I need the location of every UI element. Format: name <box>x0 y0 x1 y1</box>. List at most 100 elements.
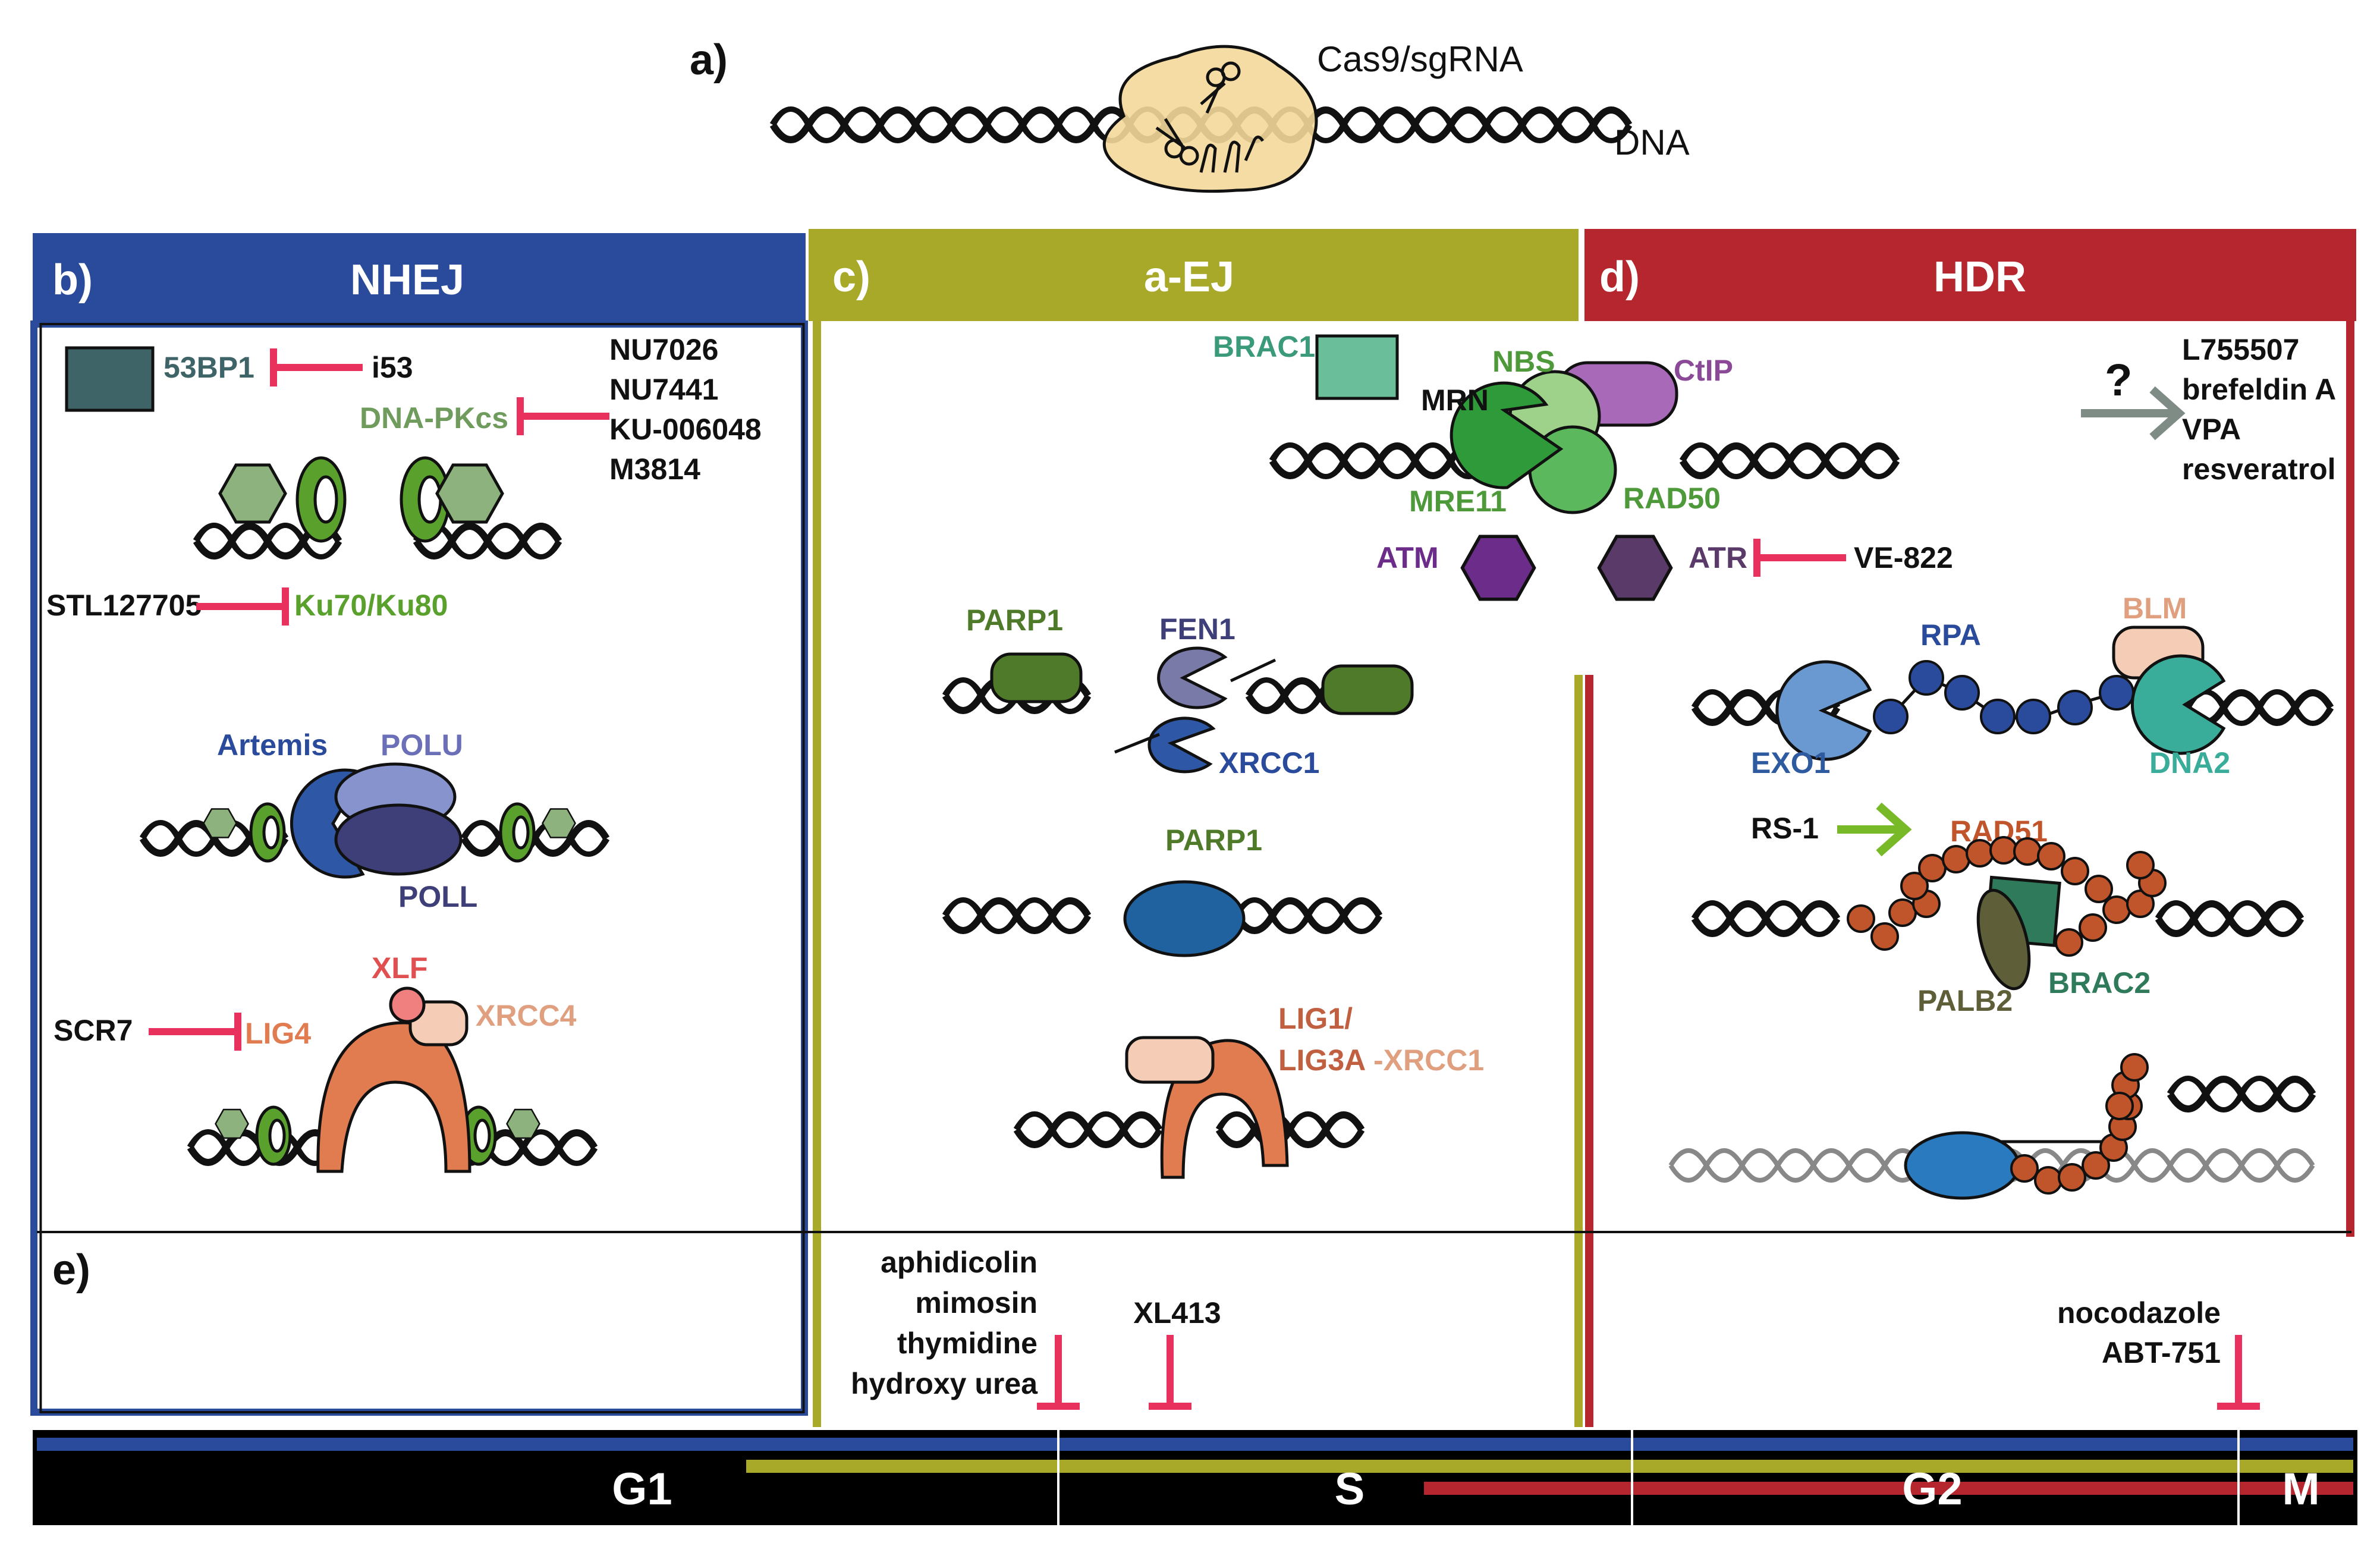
nhej-activity-bar <box>37 1438 2353 1451</box>
xrcc1-peach-shape <box>1125 1036 1215 1084</box>
enhancer-1: L755507 <box>2182 333 2299 366</box>
dnapkcs-hex <box>437 465 502 522</box>
s-inhibitor-1: aphidicolin <box>881 1246 1037 1279</box>
polu-label: POLU <box>381 728 463 762</box>
stl-label: STL127705 <box>46 589 202 622</box>
lig3a-xrcc1-label: -XRCC1 <box>1373 1044 1484 1077</box>
scissors-icon <box>1200 61 1241 114</box>
nhej-header <box>33 233 806 325</box>
brac1-label: BRAC1 <box>1213 330 1315 363</box>
panel-e-letter: e) <box>52 1246 90 1294</box>
rpa-label: RPA <box>1920 618 1981 652</box>
ve822-label: VE-822 <box>1854 541 1953 574</box>
xlf-shape <box>389 986 426 1023</box>
dnapkcs-hex <box>542 808 576 838</box>
xrcc1-label: XRCC1 <box>1219 746 1319 780</box>
dna2-shape <box>2130 654 2226 755</box>
cas9-complex <box>1102 45 1318 193</box>
m-inhibitor-1: nocodazole <box>2057 1296 2221 1330</box>
nhej-title: NHEJ <box>350 256 464 304</box>
53bp1-label: 53BP1 <box>164 351 254 384</box>
s-inhibitor-3: thymidine <box>897 1327 1037 1360</box>
mre11-label: MRE11 <box>1409 485 1507 518</box>
phase-g2: G2 <box>1902 1464 1962 1514</box>
enhancer-4: resveratrol <box>2182 452 2336 486</box>
atm-hex <box>1463 536 1535 599</box>
phase-s: S <box>1335 1464 1365 1514</box>
enhancer-2: brefeldin A <box>2182 373 2336 406</box>
dna-label: DNA <box>1614 122 1690 162</box>
ku-ring <box>501 804 534 861</box>
scr7-label: SCR7 <box>54 1014 133 1047</box>
panel-a-letter: a) <box>690 36 728 84</box>
xrcc4-shape <box>408 1000 469 1047</box>
dnapkcs-hex <box>220 465 285 522</box>
dna-helix-b1 <box>196 526 559 556</box>
ctip-label: CtIP <box>1674 354 1733 387</box>
rs1-label: RS-1 <box>1751 812 1819 845</box>
mre11-shape <box>1450 381 1564 489</box>
panel-c: c) a-EJ PARP1 FEN1 XRCC1 PARP1 LIG1/ LIG… <box>809 229 1583 1427</box>
dna-helix-b3 <box>190 1133 595 1162</box>
dnapkcs-hex <box>215 1108 249 1139</box>
ku-ring <box>257 1107 290 1164</box>
53bp1-box <box>65 346 155 412</box>
panel-b: b) NHEJ 53BP1 i53 NU7026 NU7441 KU-00604… <box>30 233 808 1416</box>
i53-label: i53 <box>372 351 413 384</box>
panel-d-letter: d) <box>1599 253 1640 301</box>
xl413-tbar <box>1149 1335 1191 1406</box>
palb2-shape <box>1976 888 2031 991</box>
panel-a: a) Cas9/sgRNA DNA <box>690 36 1690 193</box>
mrn-label: MRN <box>1421 384 1489 417</box>
aej-title: a-EJ <box>1144 253 1234 301</box>
aej-activity-bar <box>746 1460 2353 1473</box>
m-inhibitor-2: ABT-751 <box>2102 1336 2221 1369</box>
exo1-label: EXO1 <box>1751 746 1830 780</box>
panel-e: e) aphidicolin mimosin thymidine hydroxy… <box>33 1246 2357 1525</box>
palb2-label: PALB2 <box>1917 984 2013 1017</box>
dna-helix-d4 <box>2170 1079 2313 1109</box>
panel-b-letter: b) <box>52 256 93 304</box>
s-phase-inhibitor-tbar <box>1037 1335 1080 1406</box>
hdr-header <box>1584 229 2356 321</box>
hdr-title: HDR <box>1933 253 2026 301</box>
parp1-mid-shape <box>1123 880 1246 957</box>
atr-hex <box>1599 536 1671 599</box>
dnapkcs-hex <box>506 1108 540 1139</box>
rs1-arrow-icon <box>1837 802 1912 857</box>
lig4-label: LIG4 <box>245 1017 311 1050</box>
parp1-top-label: PARP1 <box>966 604 1063 637</box>
nbs-label: NBS <box>1492 345 1555 378</box>
s-inhibitor-2: mimosin <box>915 1286 1037 1319</box>
cas9-label: Cas9/sgRNA <box>1317 39 1523 79</box>
fen1-label: FEN1 <box>1159 612 1235 646</box>
phase-g1: G1 <box>612 1464 672 1514</box>
panel-d: d) HDR BRAC1 NBS CtIP MRN MRE11 RAD50 AT… <box>1213 229 2356 1427</box>
lig1-label: LIG1/ <box>1278 1002 1353 1035</box>
dna2-label: DNA2 <box>2149 746 2230 780</box>
parp1-mid-label: PARP1 <box>1165 824 1262 857</box>
dnapkcs-label: DNA-PKcs <box>360 401 508 435</box>
rad50-label: RAD50 <box>1623 482 1721 515</box>
dnapkcs-hex <box>203 808 237 838</box>
artemis-label: Artemis <box>217 728 328 762</box>
atm-label: ATM <box>1376 541 1439 574</box>
blm-label: BLM <box>2123 592 2187 625</box>
atr-label: ATR <box>1689 541 1747 574</box>
aej-header <box>809 229 1579 321</box>
phase-m: M <box>2282 1464 2319 1514</box>
xl413-label: XL413 <box>1133 1296 1221 1330</box>
ku-ring <box>251 804 284 861</box>
invasion-protein-shape <box>1904 1131 2020 1200</box>
brac2-label: BRAC2 <box>2048 966 2151 1000</box>
xlf-label: XLF <box>372 951 427 985</box>
dnapk-inhibitor-2: NU7441 <box>609 373 718 406</box>
panel-c-letter: c) <box>832 253 870 301</box>
dnapk-inhibitor-3: KU-006048 <box>609 413 762 446</box>
ku-label: Ku70/Ku80 <box>294 589 448 622</box>
m-phase-inhibitor-tbar <box>2217 1335 2260 1406</box>
xrcc1-shape <box>1147 716 1216 774</box>
poll-label: POLL <box>398 880 477 913</box>
enhancer-3: VPA <box>2182 413 2241 446</box>
